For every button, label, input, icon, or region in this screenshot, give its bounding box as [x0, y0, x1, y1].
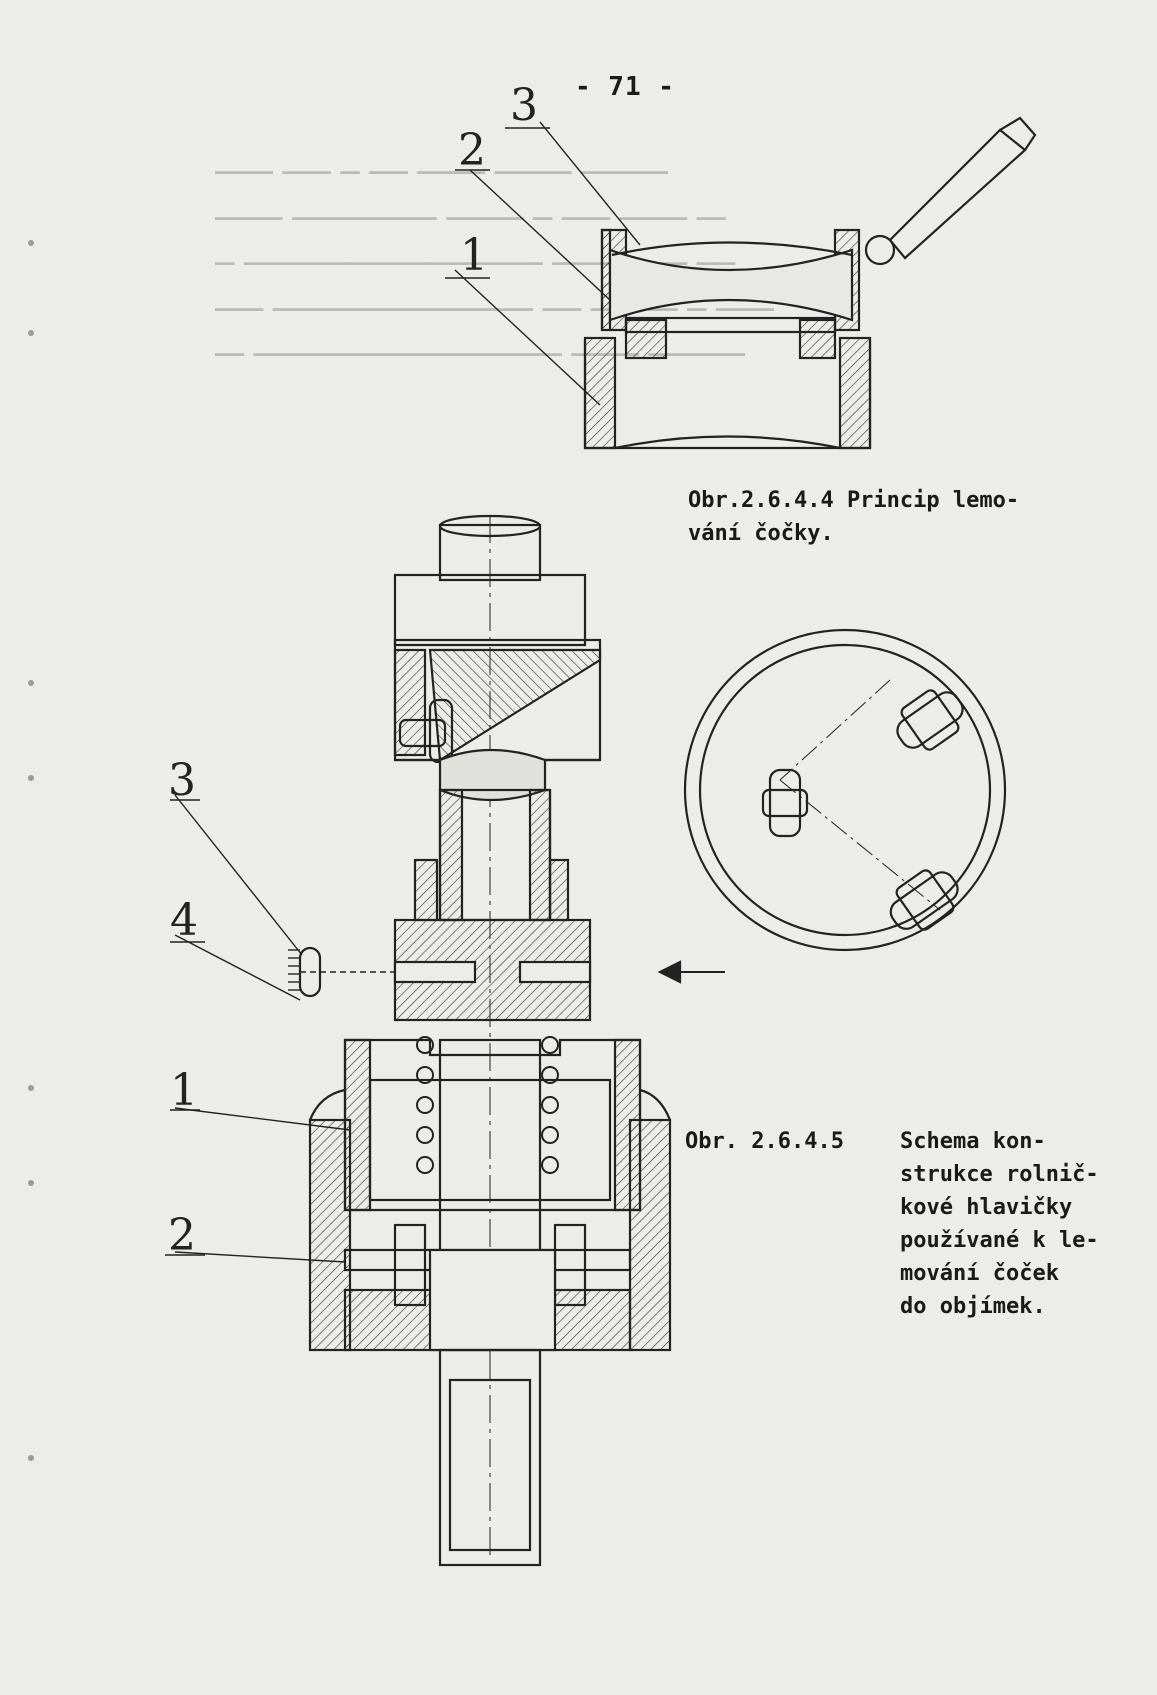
punch-hole [28, 1085, 34, 1091]
punch-hole [28, 330, 34, 336]
label-2-top: 2 [458, 125, 486, 176]
label-1-top: 1 [460, 230, 488, 281]
caption-figure-2-6-4-4: Obr.2.6.4.4 Princip lemo- vání čočky. [688, 488, 1020, 546]
punch-hole [28, 1180, 34, 1186]
punch-hole [28, 1455, 34, 1461]
figure-lens-rolling-principle [445, 116, 1037, 450]
caption-figure-2-6-4-5-text: Schema kon- strukce rolnič- kové hlavičk… [900, 1129, 1099, 1319]
label-3-top: 3 [510, 80, 538, 131]
caption-figure-2-6-4-5-number: Obr. 2.6.4.5 [685, 1129, 844, 1154]
page-number: - 71 - [575, 72, 675, 102]
label-4-bottom: 4 [170, 895, 198, 946]
figure-top-labels: 3 2 1 [458, 80, 538, 281]
label-1-bottom: 1 [170, 1065, 198, 1116]
figure-rolling-head [165, 514, 1007, 1567]
label-2-bottom: 2 [168, 1210, 196, 1261]
label-3-bottom: 3 [168, 755, 196, 806]
figure-bottom-labels: 3 4 1 2 [168, 755, 198, 1261]
punch-hole [28, 240, 34, 246]
punch-hole [28, 775, 34, 781]
punch-hole [28, 680, 34, 686]
